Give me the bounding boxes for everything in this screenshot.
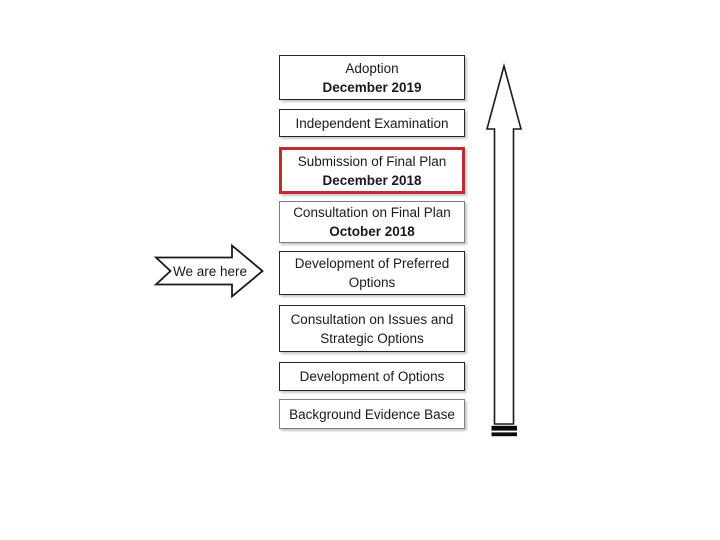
- step-label: Consultation on Issues and: [290, 311, 454, 327]
- step-box-development-preferred-options: Development of Preferred Options: [279, 251, 465, 295]
- step-label: Options: [348, 275, 396, 290]
- up-arrow-icon: [485, 62, 523, 437]
- step-box-submission-of-final-plan: Submission of Final Plan December 2018: [279, 147, 465, 194]
- step-date: December 2019: [322, 79, 422, 95]
- step-box-consultation-on-final-plan: Consultation on Final Plan October 2018: [279, 201, 465, 243]
- step-label: Background Evidence Base: [289, 406, 455, 422]
- step-label: Independent Examination: [295, 115, 449, 131]
- step-box-adoption: Adoption December 2019: [279, 55, 465, 100]
- step-label: Development of Options: [299, 369, 445, 384]
- step-label: Consultation on Final Plan: [293, 205, 451, 220]
- step-date: December 2018: [322, 172, 422, 188]
- step-label: Adoption: [345, 60, 399, 76]
- step-box-background-evidence-base: Background Evidence Base: [279, 399, 465, 429]
- we-are-here-label: We are here: [172, 264, 248, 279]
- step-label: Strategic Options: [320, 330, 424, 346]
- step-label: Development of Preferred: [294, 256, 450, 271]
- step-label: Submission of Final Plan: [297, 153, 447, 169]
- step-box-consultation-issues-options: Consultation on Issues and Strategic Opt…: [279, 305, 465, 352]
- step-box-development-of-options: Development of Options: [279, 362, 465, 391]
- we-are-here-arrow-icon: [153, 243, 264, 299]
- step-box-independent-examination: Independent Examination: [279, 109, 465, 137]
- step-date: October 2018: [329, 224, 415, 239]
